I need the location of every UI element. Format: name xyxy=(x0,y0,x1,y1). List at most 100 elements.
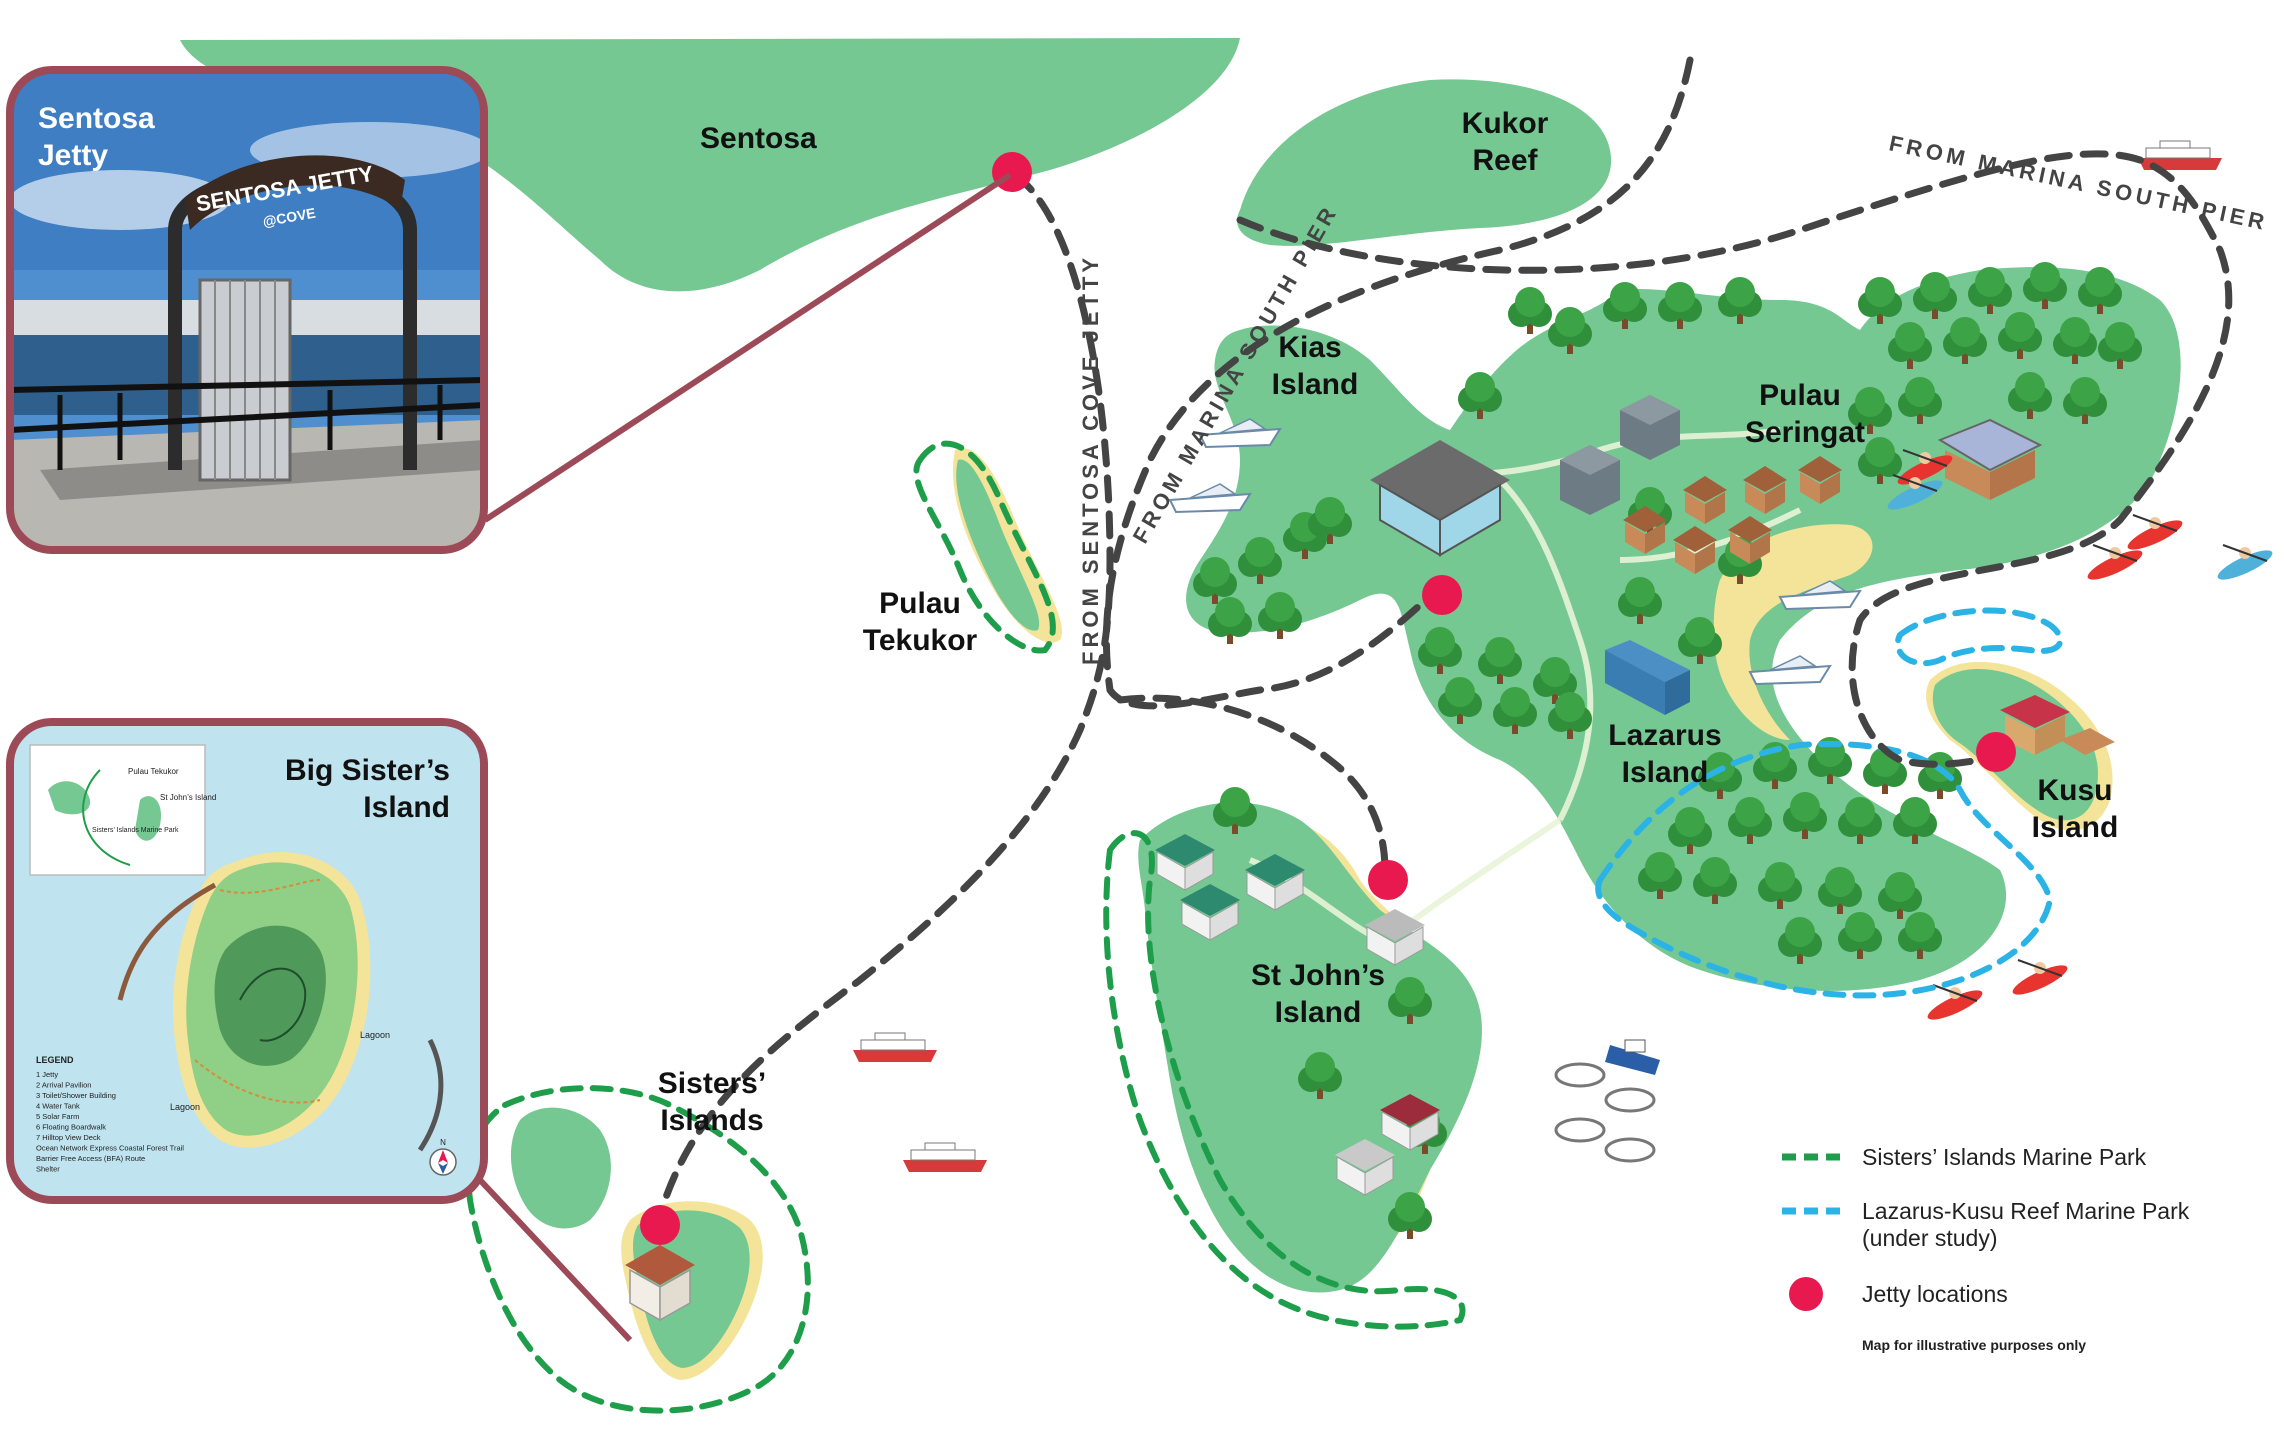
place-labels: Sentosa Kukor Reef Kias Island Pulau Ser… xyxy=(658,107,2119,1137)
hut xyxy=(1623,506,1667,554)
tree xyxy=(1193,557,1237,604)
st-johns-house xyxy=(1365,909,1425,966)
kayak xyxy=(2012,959,2068,995)
huts xyxy=(1623,456,1842,574)
legend-jetty: Jetty locations xyxy=(1862,1281,2008,1307)
ferry-routes xyxy=(661,56,2233,1204)
kias-pavilion xyxy=(1370,440,1510,557)
tree xyxy=(1298,1052,1342,1099)
pulau-tekukor-land xyxy=(956,459,1040,631)
tree xyxy=(1533,657,1577,704)
label-sisters-2: Islands xyxy=(660,1104,763,1137)
tree xyxy=(2008,372,2052,419)
seringat-beach xyxy=(1713,524,1873,740)
tree xyxy=(1438,677,1482,724)
tree xyxy=(1858,277,1902,324)
yacht-boat xyxy=(1748,655,1832,686)
mini-label-sisters-park: Sisters’ Islands Marine Park xyxy=(92,827,179,834)
tree-layer xyxy=(1193,262,2142,1239)
sisters-building xyxy=(625,1245,695,1322)
legend-lazarus-park-2: (under study) xyxy=(1862,1225,1998,1251)
kayak xyxy=(1887,474,1943,510)
label-lazarus-2: Island xyxy=(1622,756,1709,789)
tree xyxy=(2023,262,2067,309)
tree xyxy=(1548,307,1592,354)
lazarus-kusu-marine-park-boundary xyxy=(1595,607,2064,999)
lagoon-label-1: Lagoon xyxy=(360,1030,390,1040)
buildings xyxy=(625,395,2115,1322)
legend-lazarus-park-1: Lazarus-Kusu Reef Marine Park xyxy=(1862,1198,2190,1224)
fish-farm xyxy=(1554,1039,1660,1163)
compass xyxy=(429,1148,457,1176)
jetty-st-johns[interactable] xyxy=(1368,860,1408,900)
tree xyxy=(1693,857,1737,904)
inset-legend-item: 6 Floating Boardwalk xyxy=(36,1123,106,1132)
inset-legend-item: Ocean Network Express Coastal Forest Tra… xyxy=(36,1144,184,1153)
hut xyxy=(1683,476,1727,524)
jetty-kias[interactable] xyxy=(1422,575,1462,615)
kayak xyxy=(1897,449,1953,485)
label-seringat-2: Seringat xyxy=(1745,416,1865,449)
tree xyxy=(1718,277,1762,324)
kayak xyxy=(1927,984,1983,1020)
tree xyxy=(1238,537,1282,584)
inset-legend-item: 2 Arrival Pavilion xyxy=(36,1081,91,1090)
st-johns-house xyxy=(1245,854,1305,911)
tree xyxy=(1678,617,1722,664)
hut xyxy=(1673,526,1717,574)
label-kusu-2: Island xyxy=(2032,811,2119,844)
tree xyxy=(1848,387,1892,434)
label-st-johns-1: St John’s xyxy=(1251,959,1385,992)
kayaks xyxy=(1887,449,2273,1020)
sisters-west-land xyxy=(510,1107,611,1229)
inset-legend-item: Barrier Free Access (BFA) Route xyxy=(36,1154,145,1163)
seringat-cube-1 xyxy=(1620,395,1680,460)
tree xyxy=(2098,322,2142,369)
inset-sentosa-title-1: Sentosa xyxy=(38,102,155,135)
tree xyxy=(1388,977,1432,1024)
route-sentosa-cove xyxy=(661,171,1114,1204)
jetty-sisters[interactable] xyxy=(640,1205,680,1245)
tree xyxy=(1493,687,1537,734)
connector-sentosa-jetty xyxy=(483,172,1012,523)
tree xyxy=(1778,917,1822,964)
yacht-boat xyxy=(1198,418,1282,449)
seringat-cube-2 xyxy=(1560,445,1620,515)
boats xyxy=(853,140,2222,1172)
ferry-boat xyxy=(853,1032,937,1062)
inset-sentosa-title-2: Jetty xyxy=(38,139,108,172)
tree xyxy=(1913,272,1957,319)
tree xyxy=(1508,287,1552,334)
label-sentosa: Sentosa xyxy=(700,122,817,155)
jetty-kusu[interactable] xyxy=(1976,732,2016,772)
inset-big-sister-title-1: Big Sister’s xyxy=(285,754,450,787)
tree xyxy=(1943,317,1987,364)
kayak xyxy=(2127,514,2183,550)
tree xyxy=(1728,797,1772,844)
tree xyxy=(1458,372,1502,419)
inset-big-sister: Pulau Tekukor St John’s Island Sisters’ … xyxy=(6,718,488,1204)
inset-legend-item: Shelter xyxy=(36,1165,60,1174)
hut xyxy=(1743,466,1787,514)
st-johns-houses xyxy=(1155,834,1440,1196)
ferry-boat xyxy=(903,1142,987,1172)
hut xyxy=(1728,516,1772,564)
lazarus-container xyxy=(1605,640,1690,715)
kukor-reef-land xyxy=(1237,79,1612,246)
tree xyxy=(1753,742,1797,789)
legend-disclaimer: Map for illustrative purposes only xyxy=(1862,1337,2086,1353)
inset-legend-item: 4 Water Tank xyxy=(36,1102,80,1111)
label-kias-2: Island xyxy=(1272,368,1359,401)
seringat-house xyxy=(1937,418,2043,500)
tree xyxy=(1818,867,1862,914)
tree xyxy=(1548,692,1592,739)
st-johns-house xyxy=(1180,884,1240,941)
tree xyxy=(1668,807,1712,854)
inset-legend-item: 5 Solar Farm xyxy=(36,1112,79,1121)
label-lazarus-1: Lazarus xyxy=(1608,719,1721,752)
inset-legend-item: 1 Jetty xyxy=(36,1070,58,1079)
label-tekukor-1: Pulau xyxy=(879,587,961,620)
st-johns-house xyxy=(1155,834,1215,891)
st-johns-house xyxy=(1380,1094,1440,1151)
tree xyxy=(1838,912,1882,959)
